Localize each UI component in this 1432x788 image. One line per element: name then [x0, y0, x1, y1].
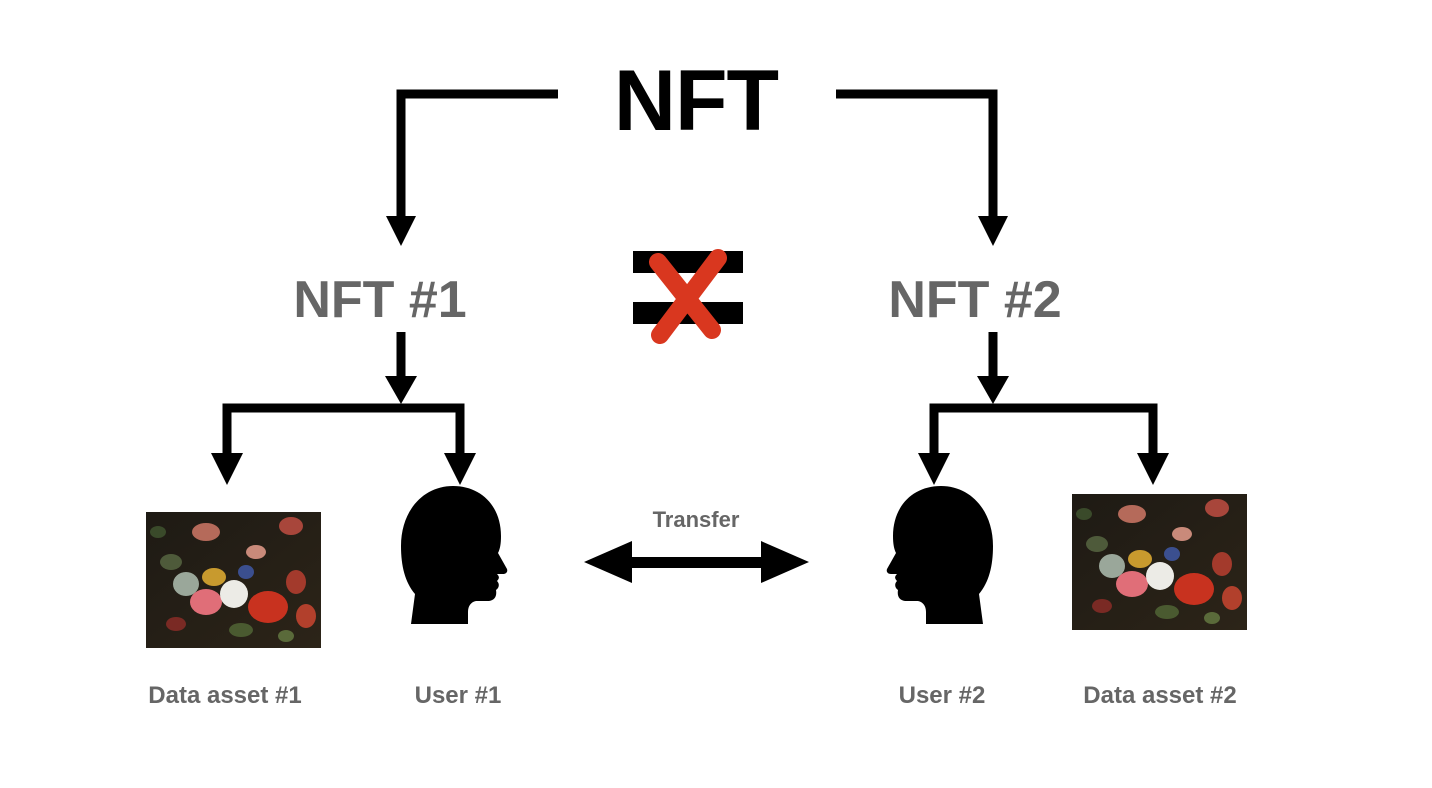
transfer-label: Transfer [652, 507, 740, 532]
user-2-caption: User #2 [898, 682, 986, 709]
arrowhead-user1 [444, 453, 476, 485]
flower-painting-icon [146, 512, 321, 648]
flower-painting-icon [1072, 494, 1247, 630]
diagram-title: NFT [613, 53, 779, 149]
connector-nft2-split [929, 403, 1158, 455]
arrowhead-asset2 [1137, 453, 1169, 485]
nft-1-label: NFT #1 [293, 271, 467, 329]
double-arrow-icon [584, 541, 809, 583]
arrowhead-nft2-down [977, 376, 1009, 404]
arrowhead-asset1 [211, 453, 243, 485]
data-asset-2-caption: Data asset #2 [1083, 682, 1237, 709]
arrowhead-user2 [918, 453, 950, 485]
connector-root-right [836, 89, 998, 220]
user-1-caption: User #1 [414, 682, 502, 709]
arrowhead-nft1 [386, 216, 416, 246]
nft-2-label: NFT #2 [888, 271, 1062, 329]
arrowhead-nft1-down [385, 376, 417, 404]
arrowhead-nft2 [978, 216, 1008, 246]
not-equal-icon [633, 249, 743, 344]
person-head-icon [886, 486, 993, 624]
person-head-icon [401, 486, 508, 624]
root-connectors [396, 89, 998, 220]
connector-root-left [396, 89, 558, 220]
data-asset-1-caption: Data asset #1 [148, 682, 302, 709]
connector-nft1-split [222, 403, 465, 455]
